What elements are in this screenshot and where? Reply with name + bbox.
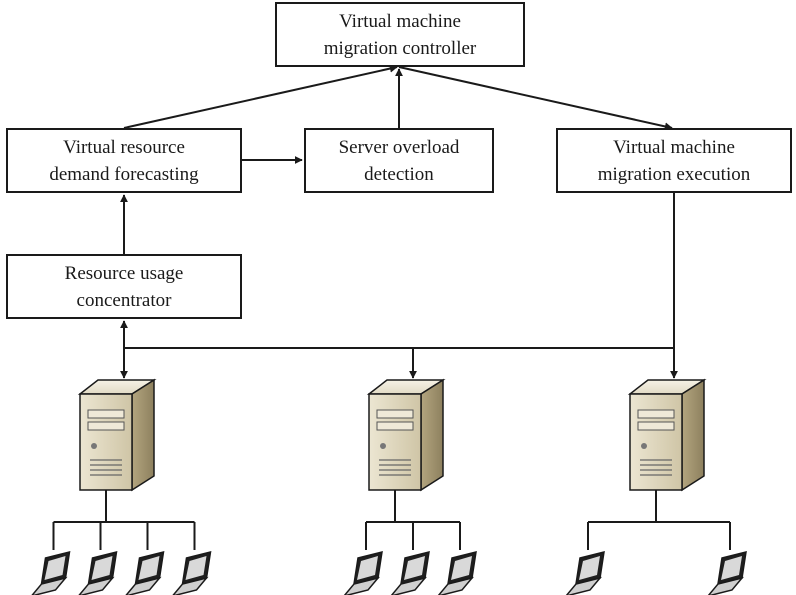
arrow-forecast-to-controller: [123, 64, 398, 129]
migration-controller-line1: Virtual machine: [339, 10, 461, 32]
arrow-controller-to-migexec: [398, 66, 673, 131]
laptop-display: [185, 556, 207, 580]
laptop-display: [451, 556, 472, 580]
demand-forecasting-line1: Virtual resource: [63, 136, 185, 158]
migration-controller-box: Virtual machine migration controller: [275, 2, 525, 67]
server-group-1: [31, 378, 212, 595]
server-tower-icon: [77, 378, 157, 492]
laptop-display: [138, 556, 160, 580]
server-tower-icon: [627, 378, 707, 492]
laptop-base: [707, 576, 745, 595]
laptop-base: [565, 576, 603, 595]
server-side-face: [681, 378, 705, 492]
laptop-network-1: [52, 490, 196, 550]
overload-detection-line2: detection: [364, 163, 434, 185]
laptop-base: [125, 576, 162, 595]
laptop-icon: [343, 550, 383, 595]
laptop-icon: [565, 550, 605, 595]
server-tower-icon: [366, 378, 446, 492]
laptop-display: [721, 556, 742, 580]
laptop-display: [579, 556, 600, 580]
usage-concentrator-line1: Resource usage: [64, 262, 184, 284]
laptop-base: [31, 576, 68, 595]
laptop-network-2: [365, 490, 461, 550]
usage-concentrator-line2: concentrator: [76, 289, 172, 311]
overload-detection-line1: Server overload: [338, 136, 460, 158]
servers-layer: [31, 378, 747, 595]
server-power-button: [641, 443, 647, 449]
laptop-display: [357, 556, 378, 580]
server-group-2: [343, 378, 477, 595]
laptop-network-3: [587, 490, 731, 550]
server-drive-bay: [376, 409, 414, 419]
overload-detection-box: Server overload detection: [304, 128, 494, 193]
demand-forecasting-line2: demand forecasting: [49, 163, 199, 185]
laptop-icon: [437, 550, 477, 595]
laptop-display: [91, 556, 113, 580]
laptop-icon: [390, 550, 430, 595]
laptop-base: [172, 576, 209, 595]
usage-concentrator-box: Resource usage concentrator: [6, 254, 242, 319]
server-power-button: [91, 443, 97, 449]
laptop-display: [404, 556, 425, 580]
laptop-base: [390, 576, 428, 595]
laptop-icon: [125, 550, 165, 595]
migration-execution-line1: Virtual machine: [613, 136, 735, 158]
migration-execution-line2: migration execution: [597, 163, 751, 185]
server-drive-bay: [87, 421, 125, 431]
server-drive-bay: [637, 421, 675, 431]
laptop-display: [44, 556, 66, 580]
connectors: [120, 64, 678, 379]
server-drive-bay: [637, 409, 675, 419]
laptop-icon: [78, 550, 118, 595]
migration-execution-box: Virtual machine migration execution: [556, 128, 792, 193]
server-side-face: [131, 378, 155, 492]
laptop-base: [78, 576, 115, 595]
server-group-3: [565, 378, 747, 595]
server-drive-bay: [87, 409, 125, 419]
laptop-icon: [707, 550, 747, 595]
server-power-button: [380, 443, 386, 449]
server-drive-bay: [376, 421, 414, 431]
laptop-icon: [172, 550, 212, 595]
laptop-base: [343, 576, 381, 595]
demand-forecasting-box: Virtual resource demand forecasting: [6, 128, 242, 193]
server-side-face: [420, 378, 444, 492]
laptop-icon: [31, 550, 71, 595]
migration-controller-line2: migration controller: [323, 37, 477, 59]
laptop-base: [437, 576, 475, 595]
